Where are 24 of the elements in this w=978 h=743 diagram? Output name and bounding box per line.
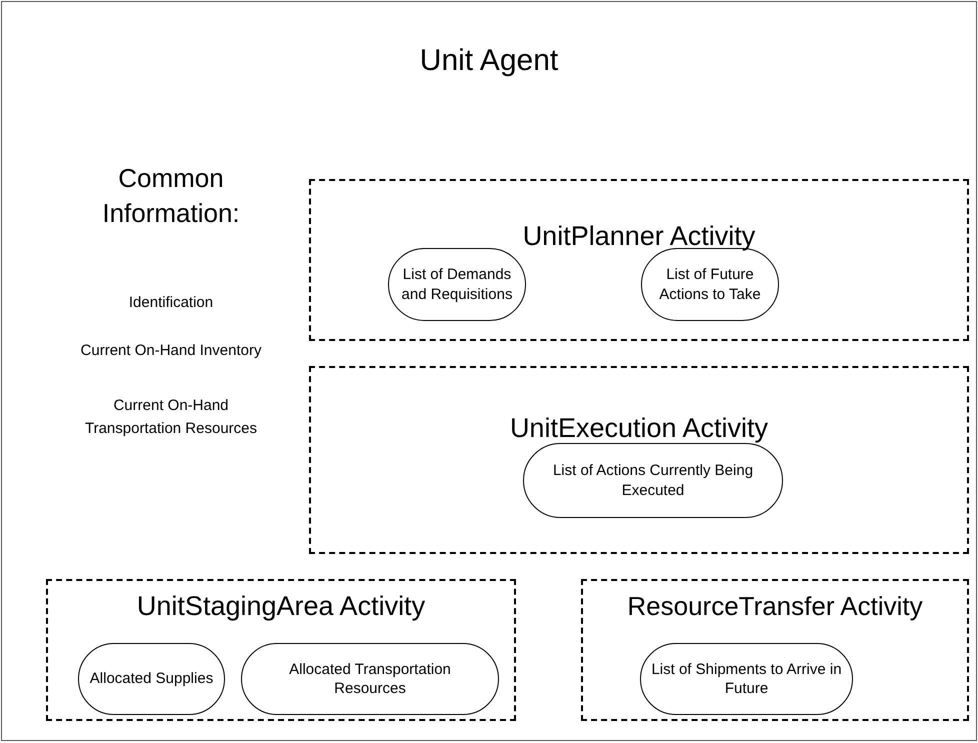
info-text: Current On-Hand Transportation Resources	[84, 396, 258, 440]
rounded-box	[640, 643, 853, 715]
rounded-box	[78, 643, 225, 715]
activity-box	[46, 579, 516, 721]
activity-box	[309, 366, 969, 554]
activity-box	[309, 179, 969, 341]
item-text: List of Shipments to Arrive in Future	[650, 660, 843, 698]
box-title: ResourceTransfer Activity	[626, 591, 924, 622]
activity-box	[581, 579, 969, 721]
box-title: UnitPlanner Activity	[522, 221, 756, 252]
info-text: Current On-Hand Inventory	[80, 341, 262, 361]
box-title: UnitStagingArea Activity	[136, 591, 426, 622]
box-title: UnitExecution Activity	[508, 413, 770, 444]
section-heading: Common Information:	[101, 162, 241, 230]
rounded-box	[241, 643, 499, 715]
item-text: List of Actions Currently Being Executed	[552, 461, 754, 500]
item-text: List of Demands and Requisitions	[400, 265, 514, 304]
item-text: List of Future Actions to Take	[658, 265, 762, 304]
item-text: Allocated Supplies	[88, 669, 214, 689]
box-title: Unit Agent	[418, 44, 560, 78]
rounded-box	[388, 248, 526, 321]
rounded-box	[523, 443, 783, 518]
info-text: Identification	[128, 293, 214, 313]
item-text: Allocated Transportation Resources	[288, 660, 452, 698]
